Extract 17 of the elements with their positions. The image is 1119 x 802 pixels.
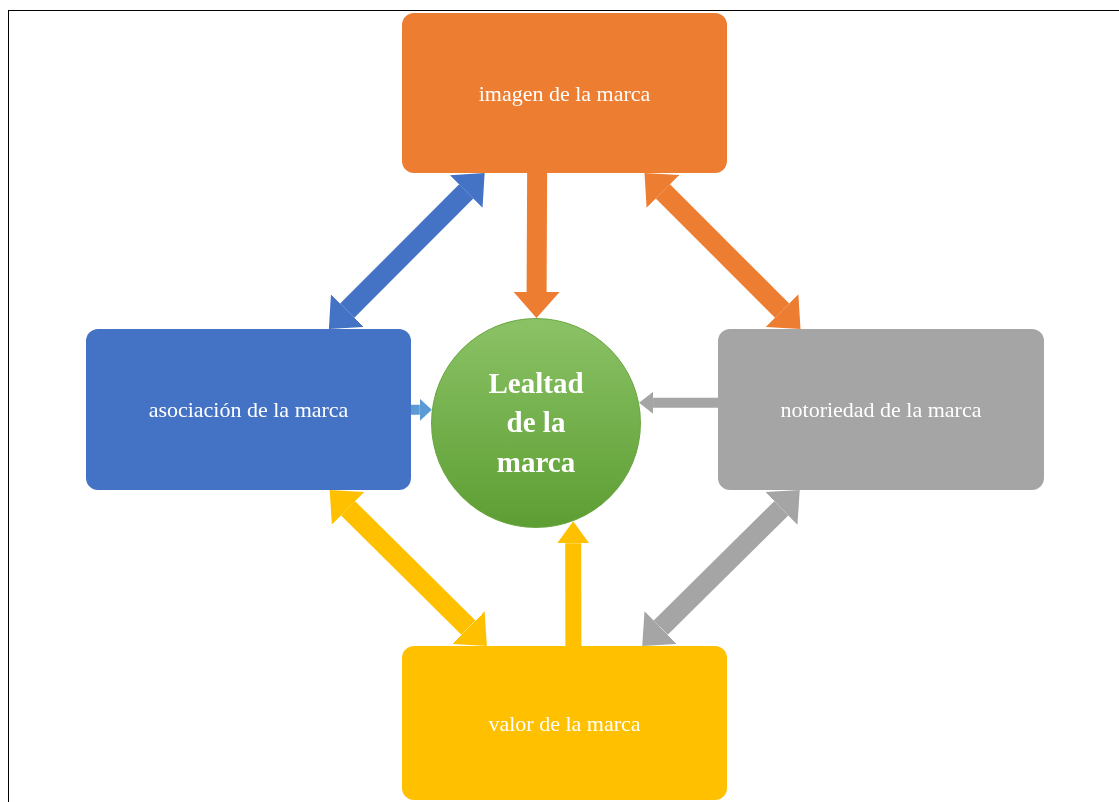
node-label: notoriedad de la marca — [780, 396, 982, 424]
block-arrow — [557, 521, 590, 646]
process-box — [718, 329, 1044, 490]
process-box — [402, 646, 727, 800]
process-box — [86, 329, 411, 490]
block-arrow — [328, 173, 485, 329]
node-label: imagen de la marca — [478, 79, 651, 108]
block-arrow — [411, 398, 432, 421]
block-arrow — [513, 172, 560, 318]
block-arrow — [644, 173, 801, 329]
block-arrow — [329, 490, 487, 646]
node-label: valor de la marca — [488, 709, 641, 738]
process-box — [402, 13, 727, 173]
block-arrow — [639, 391, 718, 414]
node-label: asociación de la marca — [148, 396, 349, 424]
node-label: Lealtad de la marca — [487, 366, 585, 480]
block-arrow — [642, 490, 800, 646]
